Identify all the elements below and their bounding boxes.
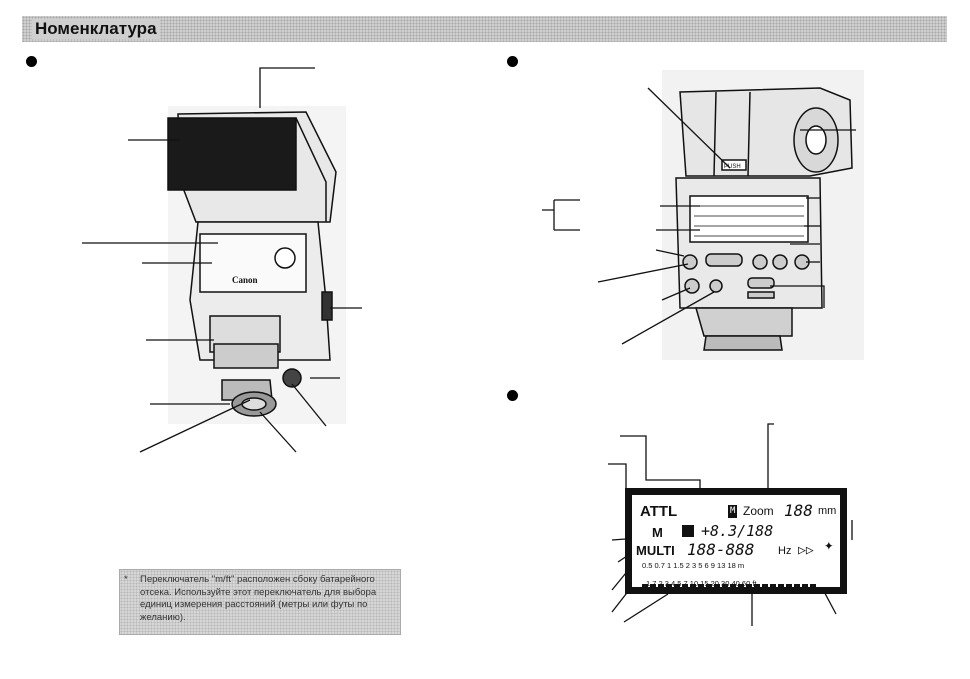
section-header: Номенклатура bbox=[22, 16, 947, 42]
lcd-attl: ATTL bbox=[640, 503, 678, 520]
note-text: Переключатель "m/ft" расположен сбоку ба… bbox=[140, 574, 377, 623]
flash-back-drawing bbox=[542, 70, 864, 360]
note-asterisk: * bbox=[124, 574, 128, 585]
lcd-zoom-unit: mm bbox=[818, 505, 837, 517]
note-box: * Переключатель "m/ft" расположен сбоку … bbox=[119, 569, 401, 635]
lcd-manual-zoom-indicator: M bbox=[728, 505, 738, 518]
lcd-exposure-comp-icon bbox=[682, 525, 694, 537]
bullet-front-view bbox=[26, 56, 37, 67]
section-title: Номенклатура bbox=[32, 19, 160, 39]
lcd-zoom-label: Zoom bbox=[743, 504, 774, 518]
lcd-fe-value: +8.3/188 bbox=[701, 522, 774, 540]
lcd-distance-bar bbox=[642, 572, 832, 587]
push-label: PUSH bbox=[724, 164, 741, 170]
lcd-scale-feet: 1.7 2.3 4 5 7 10 15 20 30 40 60 ft bbox=[646, 579, 757, 588]
lcd-multi-label: MULTI bbox=[636, 543, 675, 558]
lcd-wireless-icon: ✦ bbox=[824, 535, 834, 554]
lcd-hz-label: Hz bbox=[778, 545, 792, 557]
bullet-lcd-panel bbox=[507, 390, 518, 401]
bullet-back-view bbox=[507, 56, 518, 67]
lcd-zoom-value: 188 bbox=[784, 501, 813, 520]
lcd-arrow-icon: ▷▷ bbox=[798, 543, 814, 558]
lcd-multi-value: 188-888 bbox=[687, 540, 755, 559]
lcd-scale-meters: 0.5 0.7 1 1.5 2 3 5 6 9 13 18 m bbox=[642, 561, 745, 570]
lcd-panel: ATTL M Zoom 188 mm M +8.3/188 MULTI 188-… bbox=[625, 488, 847, 594]
flash-front-drawing bbox=[82, 67, 362, 453]
brand-label: Canon bbox=[232, 275, 258, 285]
lcd-mode-m: M bbox=[652, 525, 663, 540]
